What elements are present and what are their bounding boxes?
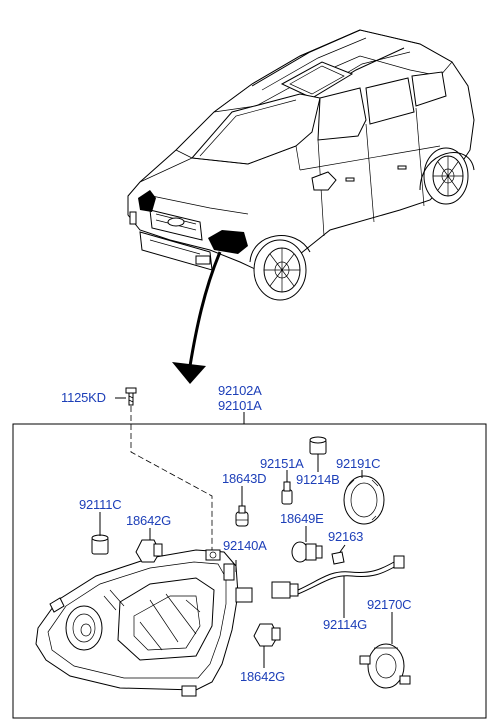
bulb-18643D [235,505,249,527]
bulb-18649E [291,541,323,563]
cover-92191C [343,475,385,525]
label-92102A: 92102A [218,383,262,398]
label-18643D: 18643D [222,471,267,486]
cap-91214B [309,436,327,455]
label-92151A: 92151A [260,456,304,471]
socket-92111C [91,534,109,555]
left-headlamp-highlight [138,190,156,212]
label-92191C: 92191C [336,456,381,471]
right-headlamp-highlight [208,230,248,254]
clip-92163 [331,551,345,565]
screw-1125KD [115,387,137,406]
bulb-18642G-upper [135,539,163,563]
side-lamp-92170C [359,643,411,689]
wiring-harness-92114G [271,555,405,599]
label-1125KD: 1125KD [61,390,106,405]
label-92140A: 92140A [223,538,267,553]
parts-assembly-frame [12,423,487,719]
label-92101A: 92101A [218,398,262,413]
label-92114G: 92114G [323,617,368,632]
label-92163: 92163 [328,529,364,544]
label-92111C: 92111C [79,497,122,512]
label-18642G-upper: 18642G [126,513,172,528]
label-18649E: 18649E [280,511,324,526]
pointer-arrow [172,251,222,384]
suv-vehicle-illustration [127,29,475,301]
label-91214B: 91214B [296,472,340,487]
headlamp-housing [35,549,253,697]
label-92170C: 92170C [367,597,412,612]
label-18642G-lower: 18642G [240,669,286,684]
bulb-18642G-lower [253,623,281,647]
bulb-92151A [281,481,293,505]
